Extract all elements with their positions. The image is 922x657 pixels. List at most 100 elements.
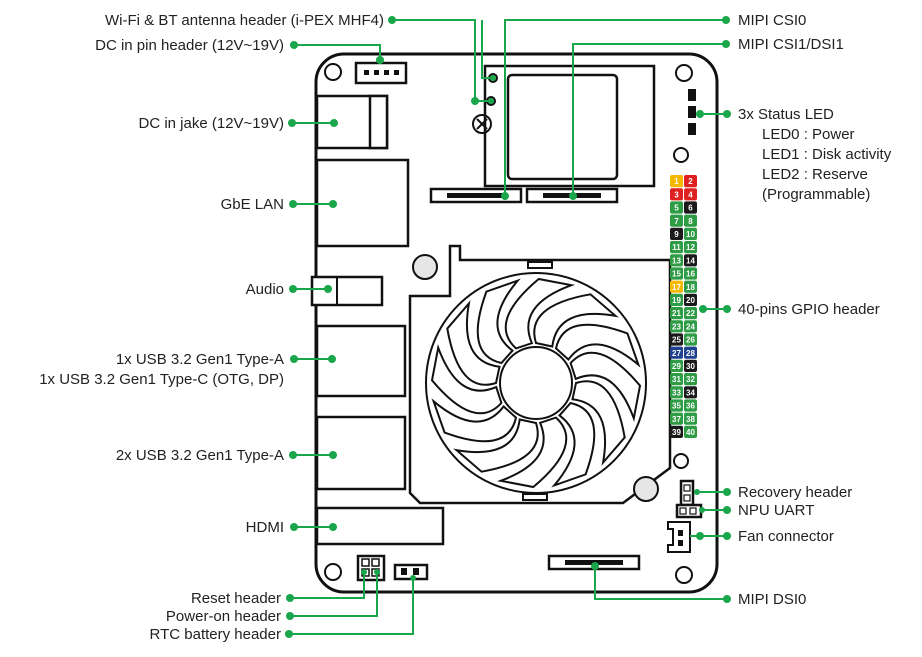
gpio-pin-label: 32: [686, 375, 695, 384]
gpio-pin-11: [670, 241, 683, 254]
fan-blade: [476, 278, 521, 365]
gpio-pin-16: [684, 267, 697, 280]
fan-connector: [667, 521, 691, 553]
fan-blade: [551, 401, 596, 488]
fan-blade: [496, 416, 568, 489]
gpio-pin-38: [684, 412, 697, 425]
leader-dots: [285, 16, 731, 638]
gpio-pin-label: 35: [672, 402, 681, 411]
label-dc-pin-header: DC in pin header (12V~19V): [95, 37, 284, 54]
gpio-pin-4: [684, 188, 697, 201]
gpio-pin-label: 28: [686, 349, 695, 358]
label-led2: LED2 : Reserve: [762, 166, 868, 183]
fan-blades: [430, 277, 642, 489]
gpio-pin-label: 8: [688, 217, 693, 226]
gpio-pin-39: [670, 425, 683, 438]
label-gpio-header: 40-pins GPIO header: [738, 301, 880, 318]
fan-blade: [569, 351, 642, 423]
gpio-pin-label: 14: [686, 256, 695, 265]
gpio-pin-3: [670, 188, 683, 201]
fan-blade: [430, 343, 503, 415]
gpio-pin-label: 18: [686, 283, 695, 292]
gpio-pin-label: 38: [686, 415, 695, 424]
gpio-pin-label: 39: [672, 428, 681, 437]
leader-lines: [289, 19, 727, 635]
gpio-pin-14: [684, 254, 697, 267]
fan-blade: [446, 300, 501, 386]
gpio-pin-label: 12: [686, 243, 695, 252]
label-led0: LED0 : Power: [762, 126, 855, 143]
fan-ring: [425, 272, 647, 494]
gpio-pin-36: [684, 399, 697, 412]
gpio-pin-label: 25: [672, 336, 681, 345]
label-mipi-csi0: MIPI CSI0: [738, 12, 806, 29]
gpio-pin-10: [684, 227, 697, 240]
gpio-pin-34: [684, 386, 697, 399]
fan-blade: [453, 418, 539, 473]
label-npu-uart: NPU UART: [738, 502, 814, 519]
gpio-pin-24: [684, 320, 697, 333]
label-power-on-header: Power-on header: [166, 608, 281, 625]
gpio-pin-label: 1: [674, 177, 679, 186]
som-screw: [472, 114, 492, 134]
gpio-pin-7: [670, 214, 683, 227]
gpio-pin-15: [670, 267, 683, 280]
gpio-pin-label: 24: [686, 322, 695, 331]
gpio-pin-label: 7: [674, 217, 679, 226]
label-fan-connector: Fan connector: [738, 528, 834, 545]
gpio-pin-21: [670, 307, 683, 320]
gpio-pin-25: [670, 333, 683, 346]
gpio-pin-1: [670, 175, 683, 188]
label-usb-2a: 2x USB 3.2 Gen1 Type-A: [116, 447, 284, 464]
label-rtc-battery-header: RTC battery header: [150, 626, 281, 643]
gpio-pin-9: [670, 227, 683, 240]
gpio-pin-label: 37: [672, 415, 681, 424]
label-wifi-bt: Wi-Fi & BT antenna header (i-PEX MHF4): [105, 12, 384, 29]
gpio-pin-label: 4: [688, 190, 693, 199]
gpio-pin-29: [670, 359, 683, 372]
status-led-0: [688, 89, 696, 101]
gpio-pin-8: [684, 214, 697, 227]
label-led1: LED1 : Disk activity: [762, 146, 892, 163]
label-status-led: 3x Status LED: [738, 106, 834, 123]
gpio-pin-label: 5: [674, 204, 679, 213]
audio-jack: [310, 275, 384, 307]
mounting-hole-top-left: [324, 63, 342, 81]
label-dc-jack: DC in jake (12V~19V): [139, 115, 285, 132]
gpio-pin-label: 34: [686, 388, 695, 397]
mounting-hole-right-mid: [673, 147, 689, 163]
status-led-2: [688, 123, 696, 135]
label-mipi-dsi0: MIPI DSI0: [738, 591, 806, 608]
gpio-pin-5: [670, 201, 683, 214]
gpio-pin-label: 16: [686, 270, 695, 279]
gpio-pin-31: [670, 373, 683, 386]
gpio-pin-13: [670, 254, 683, 267]
gpio-pin-30: [684, 359, 697, 372]
gpio-pin-32: [684, 373, 697, 386]
gpio-pin-12: [684, 241, 697, 254]
fan-blade: [554, 323, 641, 368]
gpio-pin-label: 2: [688, 177, 693, 186]
gpio-pin-20: [684, 293, 697, 306]
gpio-pin-label: 23: [672, 322, 681, 331]
gpio-pin-18: [684, 280, 697, 293]
gpio-pin-label: 19: [672, 296, 681, 305]
gpio-pin-label: 30: [686, 362, 695, 371]
label-led2-note: (Programmable): [762, 186, 870, 203]
gpio-pin-17: [670, 280, 683, 293]
gpio-pin-label: 3: [674, 190, 679, 199]
gpio-pin-label: 36: [686, 402, 695, 411]
heatsink-screw-top: [412, 254, 438, 280]
label-usb-a-c-line1: 1x USB 3.2 Gen1 Type-A: [116, 351, 284, 368]
heatsink-screw-bottom: [633, 476, 659, 502]
som-chip: [506, 73, 619, 181]
label-gbe-lan: GbE LAN: [221, 196, 284, 213]
fan-blade: [571, 380, 626, 466]
gpio-pin-label: 22: [686, 309, 695, 318]
gpio-pin-label: 29: [672, 362, 681, 371]
gpio-pin-label: 20: [686, 296, 695, 305]
gpio-pin-label: 33: [672, 388, 681, 397]
gpio-pin-label: 9: [674, 230, 679, 239]
gpio-pin-37: [670, 412, 683, 425]
